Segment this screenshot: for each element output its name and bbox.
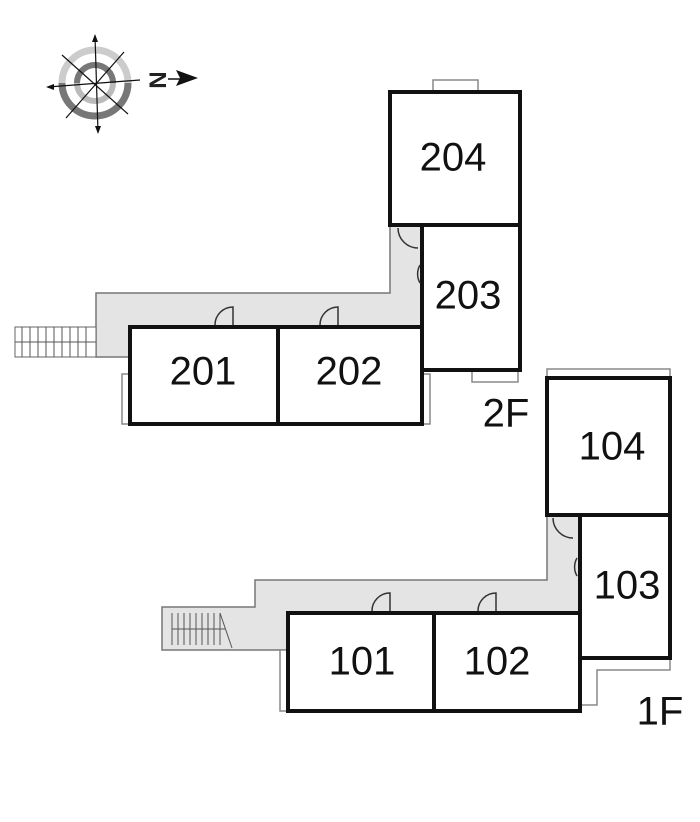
door-icon (477, 592, 497, 612)
unit-label: 201 (170, 350, 237, 394)
floor-label-2f: 2F (483, 392, 530, 436)
unit-201 (128, 325, 280, 426)
unit-label: 203 (435, 274, 502, 318)
unit-label: 102 (464, 640, 531, 684)
floor-label-1f: 1F (637, 690, 684, 734)
unit-102 (432, 611, 582, 713)
unit-label: 104 (579, 425, 646, 469)
door-icon (319, 306, 339, 326)
door-icon (371, 592, 391, 612)
unit-label: 101 (329, 640, 396, 684)
unit-label: 103 (594, 564, 661, 608)
door-icon (552, 517, 574, 539)
unit-204 (388, 90, 522, 227)
staircase-1f (171, 612, 233, 649)
staircase-2f (14, 326, 97, 358)
door-icon (397, 227, 419, 249)
door-icon (416, 264, 421, 284)
floor-1f: 104 103 101 102 1F (161, 368, 684, 734)
compass-rose-icon: N (46, 34, 198, 134)
unit-202 (276, 325, 424, 426)
unit-103 (578, 513, 672, 660)
unit-104 (545, 376, 672, 517)
door-icon (214, 306, 234, 326)
unit-label: 204 (420, 136, 487, 180)
unit-label: 202 (316, 350, 383, 394)
north-label: N (144, 71, 171, 88)
floor-2f: 204 203 201 202 2F (14, 79, 530, 436)
unit-203 (420, 223, 522, 372)
door-icon (573, 557, 578, 577)
